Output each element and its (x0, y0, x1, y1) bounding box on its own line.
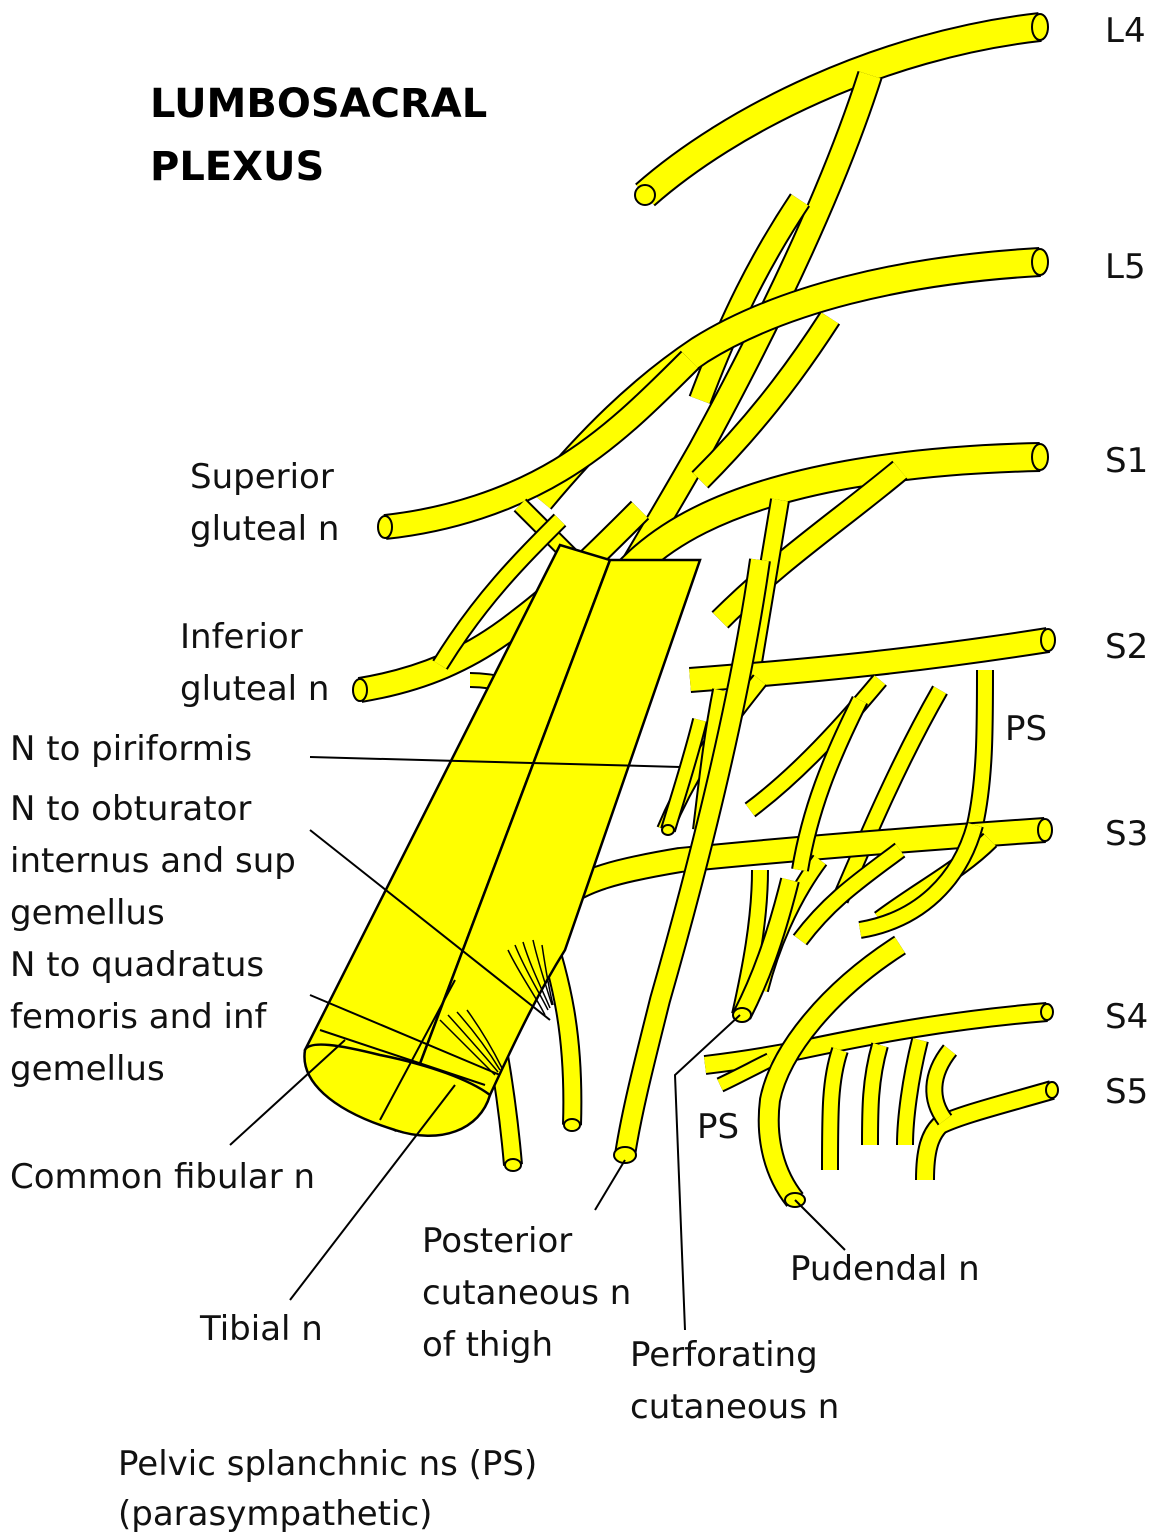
root-label-l4: L4 (1105, 11, 1146, 51)
leader-posterior-cutaneous (595, 1160, 625, 1210)
root-label-s4: S4 (1105, 997, 1148, 1037)
cut-end-obturator (564, 1119, 580, 1131)
label-tibial: Tibial n (199, 1309, 323, 1349)
label-posterior-cutaneous-1: Posterior (422, 1221, 572, 1261)
cut-end-l5 (1032, 249, 1048, 275)
nerve-s5-loop (934, 1050, 950, 1120)
cut-end-piriformis (662, 825, 674, 835)
root-label-s3: S3 (1105, 814, 1148, 854)
diagram-title: LUMBOSACRAL PLEXUS (150, 81, 487, 190)
label-n-obturator-1: N to obturator (10, 789, 251, 829)
legend: Pelvic splanchnic ns (PS) (parasympathet… (118, 1444, 537, 1534)
title-line-1: LUMBOSACRAL (150, 81, 487, 127)
cut-end-s1 (1032, 444, 1048, 470)
cut-end-s5 (1046, 1082, 1058, 1098)
label-posterior-cutaneous-2: cutaneous n (422, 1273, 631, 1313)
title-line-2: PLEXUS (150, 144, 324, 190)
nerve-s2-ps (975, 670, 985, 825)
legend-line-2: (parasympathetic) (118, 1494, 432, 1534)
cut-end-quadratus (505, 1159, 521, 1171)
label-inferior-gluteal-1: Inferior (180, 617, 303, 657)
label-n-quadratus-2: femoris and inf (10, 997, 268, 1037)
nerve-s4-branch-b (870, 1045, 880, 1145)
label-pudendal: Pudendal n (790, 1249, 980, 1289)
root-label-s1: S1 (1105, 441, 1148, 481)
label-n-obturator-2: internus and sup (10, 841, 296, 881)
root-labels: L4 L5 S1 S2 S3 S4 S5 (1105, 11, 1148, 1112)
cut-end-superior-gluteal (378, 516, 392, 538)
label-ps-upper: PS (1005, 709, 1047, 749)
nerve-s4-branch-a (905, 1040, 920, 1145)
label-perforating-cutaneous-2: cutaneous n (630, 1387, 839, 1427)
label-n-quadratus-3: gemellus (10, 1049, 165, 1089)
cut-end-s2 (1041, 629, 1055, 651)
root-label-s5: S5 (1105, 1072, 1148, 1112)
nerve-s4-branch-c (830, 1050, 840, 1170)
cut-end-inferior-gluteal (353, 679, 367, 701)
cut-end-l4 (1032, 14, 1048, 40)
leader-pudendal (795, 1200, 845, 1250)
label-n-obturator-3: gemellus (10, 893, 165, 933)
root-label-s2: S2 (1105, 627, 1148, 667)
root-label-l5: L5 (1105, 247, 1146, 287)
label-posterior-cutaneous-3: of thigh (422, 1325, 553, 1365)
cut-end-l4-tip (635, 185, 655, 205)
label-inferior-gluteal-2: gluteal n (180, 669, 329, 709)
label-superior-gluteal-2: gluteal n (190, 509, 339, 549)
label-n-piriformis: N to piriformis (10, 729, 252, 769)
cut-end-s4 (1041, 1004, 1053, 1020)
label-superior-gluteal-1: Superior (190, 457, 334, 497)
label-perforating-cutaneous-1: Perforating (630, 1335, 818, 1375)
label-n-quadratus-1: N to quadratus (10, 945, 264, 985)
legend-line-1: Pelvic splanchnic ns (PS) (118, 1444, 537, 1484)
cut-end-s3 (1038, 819, 1052, 841)
label-ps-lower: PS (697, 1107, 739, 1147)
label-common-fibular: Common fibular n (10, 1157, 315, 1197)
